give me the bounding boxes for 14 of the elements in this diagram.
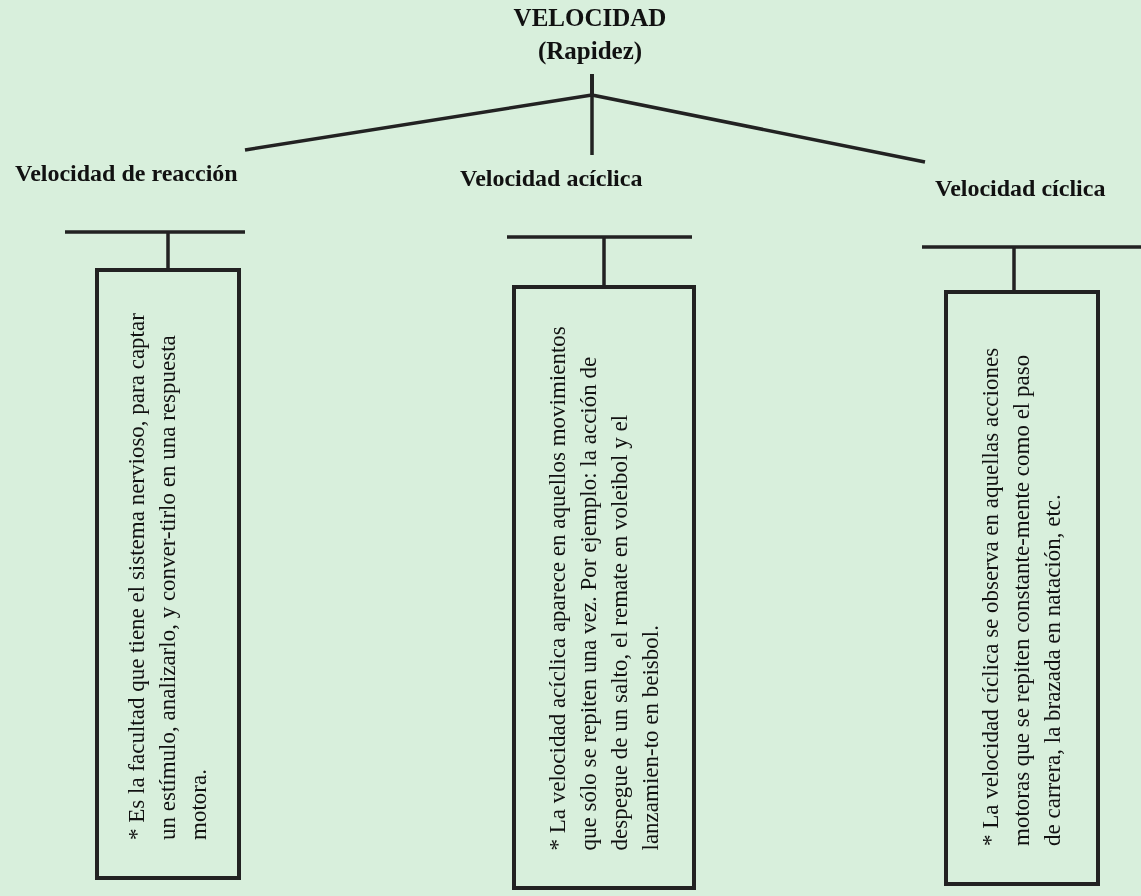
description-box [512, 285, 696, 890]
bracket-connector [63, 230, 247, 270]
description-text: * Es la facultad que tiene el sistema nervioso, para captar un estímulo, analizarlo, y conver-tirlo en una respuesta motora. [123, 312, 213, 840]
category-heading: Velocidad cíclica [935, 175, 1141, 209]
bracket-connector [505, 235, 694, 287]
category-heading: Velocidad de reacción [15, 160, 330, 194]
description-box [95, 268, 241, 880]
category-heading: Velocidad acíclica [460, 165, 695, 199]
connector-line [590, 74, 926, 164]
description-box [944, 290, 1100, 886]
description-text: * La velocidad cíclica se observa en aquellas acciones motoras que se repiten constante-mente como el paso de carrera, la brazada en natación, etc. [977, 346, 1067, 846]
bracket-connector [920, 245, 1141, 292]
description-text: * La velocidad acíclica aparece en aquellos movimientos que sólo se repiten una vez. Por ejemplo: la acción de despegue de un salto, el remate en voleibol y el lanzamien-to en beisbol. [543, 325, 665, 850]
title-text: VELOCIDAD (Rapidez) [470, 2, 710, 74]
